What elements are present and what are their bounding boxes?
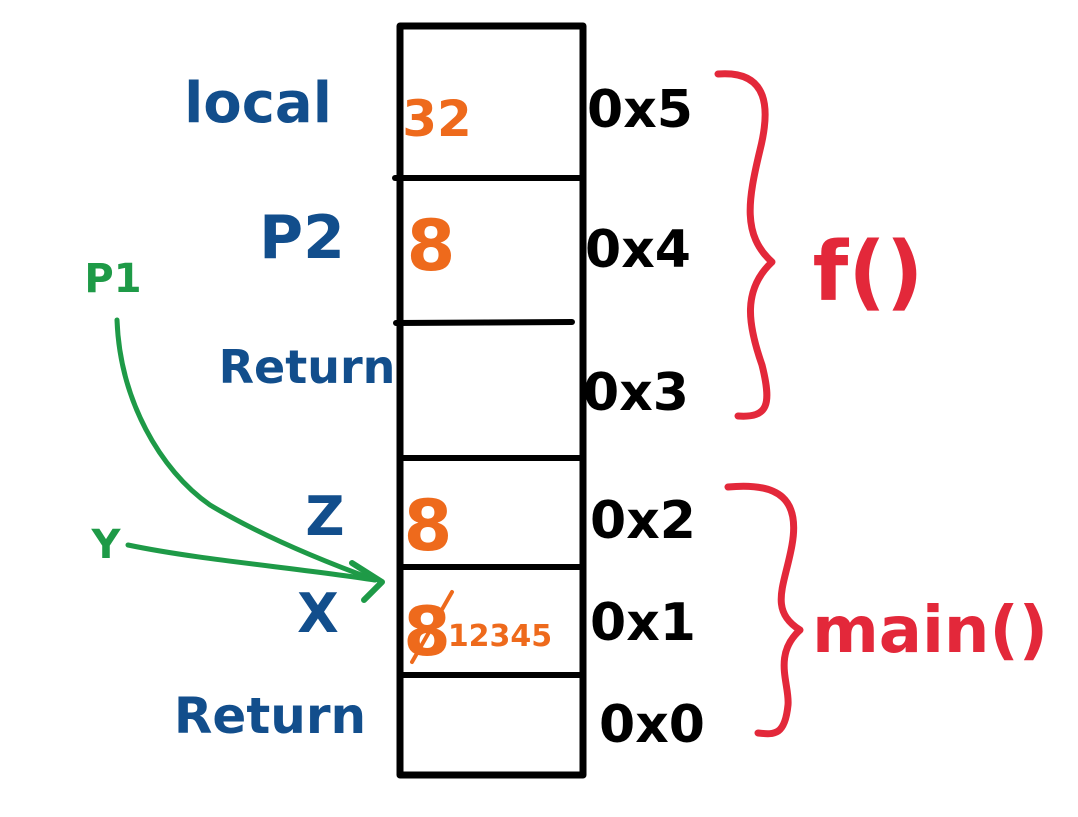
brace-main-frame bbox=[724, 482, 804, 738]
slot-name-return-f: Return bbox=[219, 340, 396, 394]
slot-name-local: local bbox=[184, 71, 332, 136]
slot-name-z: Z bbox=[305, 485, 344, 548]
slot-name-p2: P2 bbox=[259, 203, 345, 273]
arrowhead bbox=[349, 560, 385, 603]
slot-divider bbox=[393, 319, 575, 326]
pointer-arrow-p1 bbox=[114, 317, 378, 583]
address-0x4: 0x4 bbox=[585, 220, 691, 280]
slot-value-z: 8 bbox=[404, 485, 453, 567]
slot-value-p2: 8 bbox=[407, 205, 456, 287]
frame-label-f: f() bbox=[813, 225, 924, 320]
slot-value-local: 32 bbox=[402, 90, 472, 148]
address-0x2: 0x2 bbox=[590, 491, 696, 551]
address-0x0: 0x0 bbox=[599, 695, 705, 755]
brace-f-frame bbox=[714, 70, 776, 420]
address-0x5: 0x5 bbox=[587, 80, 693, 140]
pointer-arrow-y bbox=[125, 542, 378, 583]
address-0x1: 0x1 bbox=[590, 593, 696, 653]
pointer-label-p1: P1 bbox=[84, 256, 141, 302]
address-0x3: 0x3 bbox=[583, 363, 689, 423]
pointer-label-y: Y bbox=[91, 522, 122, 568]
slot-name-return-main: Return bbox=[174, 687, 366, 745]
slot-old-value-x: 12345 bbox=[448, 619, 552, 654]
slot-name-x: X bbox=[297, 582, 339, 645]
frame-label-main: main() bbox=[812, 594, 1048, 668]
strike-mark bbox=[410, 590, 454, 664]
stack-outline bbox=[396, 22, 587, 779]
